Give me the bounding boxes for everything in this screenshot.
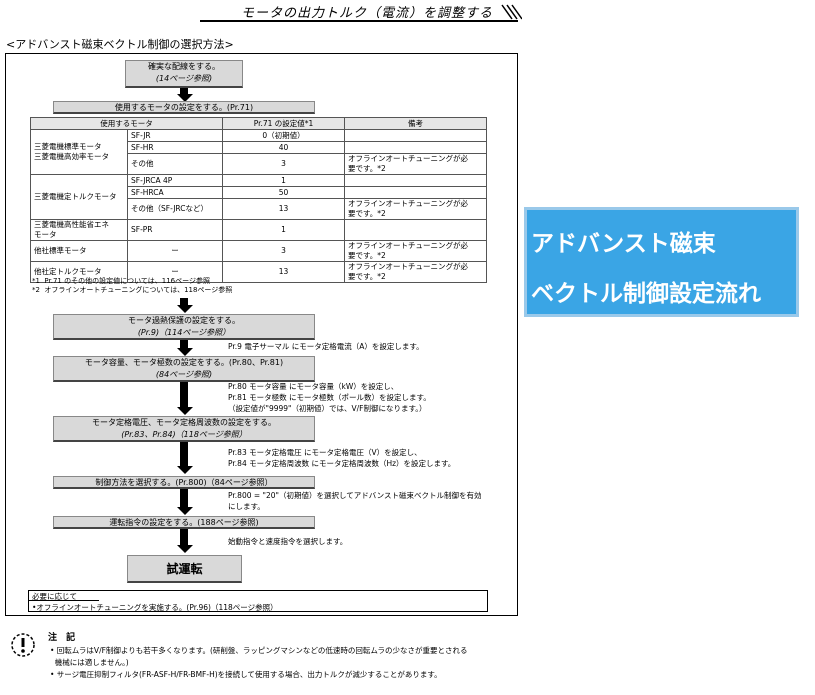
step-command: 運転指令の設定をする。(188ページ参照): [53, 516, 315, 529]
arrow-1: [177, 88, 193, 102]
table-row: その他（SF-JRCなど） 13 オフラインオートチューニングが必 要です。*2: [31, 198, 487, 220]
table-row: 三菱電機標準モータ 三菱電機高効率モータ SF-JR 0（初期値）: [30, 129, 487, 175]
flow-frame: [5, 53, 518, 616]
step-capacity-title: モータ容量、モータ極数の設定をする。(Pr.80、Pr.81): [84, 358, 284, 367]
optional-label: 必要に応じて: [32, 592, 77, 601]
table-row: 三菱電機高性能省エネ モータ SF-PR 1: [30, 219, 487, 241]
remark-cell: [344, 141, 487, 154]
remark-cell: [344, 219, 487, 241]
step-rated-ref: (Pr.83、Pr.84)（118ページ参照）: [121, 430, 247, 439]
page-header-title: モータの出力トルク（電流）を調整する: [240, 6, 493, 21]
motor-cell: SF-HR: [127, 141, 223, 154]
group-label: 三菱電機高性能省エネ モータ: [30, 219, 128, 241]
step-motor-setting-title: 使用するモータの設定をする。(Pr.71): [114, 103, 254, 112]
motor-table: 使用するモータ Pr.71 の設定値*1 備考 三菱電機標準モータ 三菱電機高効…: [30, 117, 487, 283]
optional-divider: [29, 600, 99, 601]
setting-cell: 40: [222, 141, 345, 154]
remark-cell: オフラインオートチューニングが必 要です。*2: [344, 261, 487, 283]
table-row: 他社定トルクモータ ー 13 オフラインオートチューニングが必 要です。*2: [30, 261, 487, 283]
step-wiring-title: 確実な配線をする。: [148, 62, 220, 71]
col-setting: Pr.71 の設定値*1: [222, 117, 345, 130]
attention-list: • 回転ムラはV/F制御よりも若干多くなります。(研削盤、ラッピングマシンなどの…: [50, 645, 468, 681]
optional-item: •オフラインオートチューニングを実施する。(Pr.96)（118ページ参照）: [32, 603, 278, 612]
setting-cell: 0（初期値）: [222, 129, 345, 142]
step-motor-setting: 使用するモータの設定をする。(Pr.71): [53, 101, 315, 114]
motor-cell: SF-JRCA 4P: [127, 174, 223, 187]
table-row: 他社標準モータ ー 3 オフラインオートチューニングが必 要です。*2: [30, 240, 487, 262]
step-wiring: 確実な配線をする。 (14ページ参照): [125, 60, 243, 88]
remark-cell: [344, 186, 487, 199]
step-overheat-title: モータ過熱保護の設定をする。: [128, 316, 240, 325]
group-label: 他社標準モータ: [30, 240, 128, 262]
group-label: 三菱電機標準モータ 三菱電機高効率モータ: [30, 129, 128, 175]
motor-table-header: 使用するモータ Pr.71 の設定値*1 備考: [30, 117, 487, 130]
remark-cell: オフラインオートチューニングが必 要です。*2: [344, 153, 487, 175]
setting-cell: 50: [222, 186, 345, 199]
remark-cell: オフラインオートチューニングが必 要です。*2: [344, 198, 487, 220]
step-wiring-ref: (14ページ参照): [155, 74, 213, 83]
arrow-7: [177, 529, 193, 553]
arrow-3: [177, 340, 193, 356]
callout-box: アドバンスト磁束 ベクトル制御設定流れ: [524, 207, 799, 317]
motor-cell: SF-PR: [127, 219, 223, 241]
footnote-1: *1 Pr.71 のその他の設定値については、116ページ参照: [32, 277, 210, 286]
step-trial-title: 試運転: [166, 562, 203, 576]
arrow-5: [177, 442, 193, 474]
note-command: 始動指令と速度指令を選択します。: [228, 537, 348, 546]
setting-cell: 1: [222, 219, 345, 241]
motor-cell: SF-HRCA: [127, 186, 223, 199]
footnote-mark: *1: [32, 277, 40, 285]
setting-cell: 13: [222, 198, 345, 220]
callout-line-2: ベクトル制御設定流れ: [531, 281, 761, 307]
step-overheat: モータ過熱保護の設定をする。 (Pr.9)（114ページ参照）: [53, 314, 315, 340]
attention-item: • サージ電圧抑制フィルタ(FR-ASF-H/FR-BMF-H)を接続して使用す…: [50, 670, 442, 679]
step-rated: モータ定格電圧、モータ定格周波数の設定をする。 (Pr.83、Pr.84)（11…: [53, 416, 315, 442]
attention-title: 注 記: [48, 633, 79, 643]
step-command-title: 運転指令の設定をする。(188ページ参照): [109, 518, 259, 527]
remark-cell: [344, 129, 487, 142]
note-overheat: Pr.9 電子サーマル にモータ定格電流（A）を設定します。: [228, 342, 424, 351]
step-control-title: 制御方法を選択する。(Pr.800)（84ページ参照）: [95, 478, 273, 487]
motor-cell: ー: [127, 240, 223, 262]
footnote-text: オフラインオートチューニングについては、118ページ参照: [44, 286, 233, 294]
table-row: 三菱電機定トルクモータ SF-JRCA 4P 1: [30, 174, 487, 220]
step-overheat-ref: (Pr.9)（114ページ参照）: [137, 328, 231, 337]
arrow-2: [177, 298, 193, 313]
col-remark: 備考: [344, 117, 487, 130]
step-control: 制御方法を選択する。(Pr.800)（84ページ参照）: [53, 476, 315, 489]
setting-cell: 1: [222, 174, 345, 187]
footnote-text: Pr.71 のその他の設定値については、116ページ参照: [44, 277, 210, 285]
step-capacity-ref: (84ページ参照): [155, 370, 213, 379]
motor-cell: その他: [127, 153, 223, 175]
table-row: その他 3 オフラインオートチューニングが必 要です。*2: [31, 153, 487, 175]
callout-line-1: アドバンスト磁束: [531, 231, 716, 257]
note-control: Pr.800 = "20"（初期値）を選択してアドバンスト磁束ベクトル制御を有効…: [228, 491, 482, 511]
step-trial-run: 試運転: [127, 555, 242, 583]
footnote-mark: *2: [32, 286, 40, 294]
motor-cell: その他（SF-JRCなど）: [127, 198, 223, 220]
note-rated: Pr.83 モータ定格電圧 にモータ定格電圧（V）を設定し、 Pr.84 モータ…: [228, 448, 456, 468]
step-capacity: モータ容量、モータ極数の設定をする。(Pr.80、Pr.81) (84ページ参照…: [53, 356, 315, 382]
attention-item: • 回転ムラはV/F制御よりも若干多くなります。(研削盤、ラッピングマシンなどの…: [50, 646, 468, 655]
group-label: 三菱電機定トルクモータ: [30, 174, 128, 220]
remark-cell: オフラインオートチューニングが必 要です。*2: [344, 240, 487, 262]
remark-cell: [344, 174, 487, 187]
arrow-4: [177, 382, 193, 415]
col-motor: 使用するモータ: [30, 117, 223, 130]
step-rated-title: モータ定格電圧、モータ定格周波数の設定をする。: [92, 418, 276, 427]
header-stripes-icon: [501, 4, 522, 20]
setting-cell: 13: [222, 261, 345, 283]
motor-cell: SF-JR: [127, 129, 223, 142]
setting-cell: 3: [222, 153, 345, 175]
note-capacity: Pr.80 モータ容量 にモータ容量（kW）を設定し、 Pr.81 モータ極数 …: [228, 382, 431, 413]
section-title: <アドバンスト磁束ベクトル制御の選択方法>: [6, 38, 234, 51]
attention-icon: [11, 633, 35, 657]
attention-item: 機械には適しません。): [50, 658, 129, 667]
header-rule: [200, 20, 518, 22]
motor-cell: ー: [127, 261, 223, 283]
optional-box: 必要に応じて •オフラインオートチューニングを実施する。(Pr.96)（118ペ…: [28, 590, 488, 612]
arrow-6: [177, 489, 193, 515]
setting-cell: 3: [222, 240, 345, 262]
footnote-2: *2 オフラインオートチューニングについては、118ページ参照: [32, 286, 232, 295]
